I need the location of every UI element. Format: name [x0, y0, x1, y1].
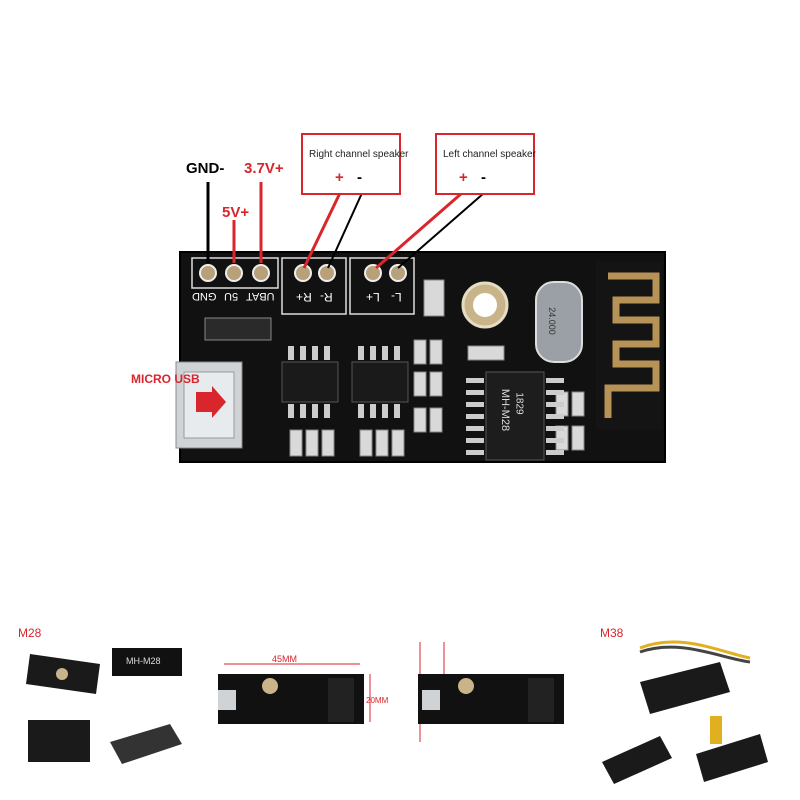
crystal-marking: 24.000	[546, 307, 557, 335]
pad-label-gnd: GND	[192, 290, 217, 302]
pad-label-r-minus: R-	[320, 290, 333, 304]
left-minus: -	[481, 169, 486, 186]
pad-label-r-plus: R+	[296, 290, 312, 304]
pad-label-l-minus: L-	[391, 290, 402, 304]
passive-components	[289, 279, 585, 457]
v37-label: 3.7V+	[244, 160, 284, 177]
main-product-image: GND 5U UBAT R+ R- L+ L- MH-M28 1829 24.0…	[131, 133, 666, 463]
pcb-antenna	[596, 262, 662, 430]
pad-label-vbat: UBAT	[246, 290, 275, 302]
chip-date-code: 1829	[513, 392, 525, 415]
right-speaker-callout: Right channel speaker + -	[301, 133, 409, 195]
v5-label: 5V+	[222, 204, 250, 221]
thumbnail-3-image	[418, 642, 564, 742]
left-plus: +	[459, 169, 468, 186]
thumbnail-4[interactable]: M38	[600, 612, 800, 800]
right-plus: +	[335, 169, 344, 186]
amplifier-chips	[281, 346, 409, 418]
micro-usb-label: MICRO USB	[131, 372, 200, 386]
pad-label-l-plus: L+	[366, 290, 380, 304]
crystal-oscillator	[535, 281, 583, 363]
thumbnail-4-image	[602, 640, 768, 784]
thumbnail-1-caption: M28	[18, 626, 42, 640]
gnd-label: GND-	[186, 160, 225, 177]
board-illustration	[175, 182, 666, 463]
thumbnail-2-height: 20MM	[366, 696, 389, 705]
micro-usb-port	[175, 361, 243, 449]
thumbnail-1-chip-label: MH-M28	[126, 656, 161, 666]
left-speaker-label: Left channel speaker	[443, 149, 536, 160]
thumbnail-4-caption: M38	[600, 626, 624, 640]
left-speaker-callout: Left channel speaker + -	[435, 133, 536, 195]
right-speaker-label: Right channel speaker	[309, 149, 409, 160]
right-minus: -	[357, 169, 362, 186]
thumbnail-1[interactable]: M28 MH-M28	[0, 612, 200, 800]
thumbnail-1-image	[26, 648, 182, 764]
thumbnail-2-width: 45MM	[272, 654, 298, 664]
thumbnail-2[interactable]: 45MM 20MM	[200, 612, 400, 800]
thumbnail-3[interactable]	[400, 612, 600, 800]
bluetooth-chip	[466, 371, 564, 461]
right-speaker-pads	[281, 257, 347, 315]
regulator-chip	[204, 317, 272, 341]
pad-label-5v: 5U	[224, 290, 239, 302]
thumbnail-2-image	[218, 663, 371, 724]
chip-marking: MH-M28	[499, 388, 512, 432]
